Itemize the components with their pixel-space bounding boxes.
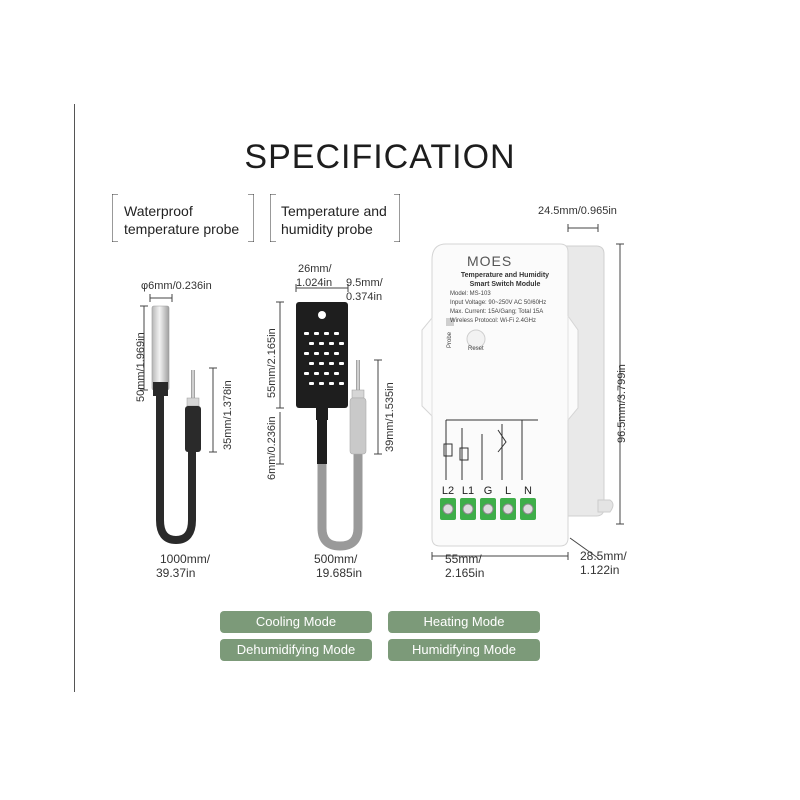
terminal-label: G (484, 485, 493, 497)
waterproof-probe-tube (151, 305, 170, 396)
wiring-diagram (443, 419, 538, 480)
terminal-label: N (524, 485, 532, 497)
waterproof-probe-label-1: Waterproof (124, 203, 193, 219)
humidity-depth-label-2: 0.374in (346, 291, 383, 303)
vent-slot (309, 342, 314, 345)
vent-slot (319, 362, 324, 365)
waterproof-probe-jack (185, 370, 201, 452)
humidity-width-label-2: 1.024in (296, 277, 333, 289)
waterproof-diameter-label: φ6mm/0.236in (141, 280, 212, 292)
module-model: Model: MS-103 (450, 291, 491, 297)
module-depth-label-1: 28.5mm/ (580, 549, 627, 563)
vent-slot (324, 352, 329, 355)
vent-slot (334, 372, 339, 375)
humidity-probe-cable (317, 420, 363, 551)
vent-slot (319, 342, 324, 345)
terminal-label: L (505, 485, 511, 497)
module-height-label: 96.5mm/3.799in (616, 364, 628, 443)
humidity-probe-neck (317, 420, 327, 464)
vent-slot (334, 352, 339, 355)
module-top-depth-label: 24.5mm/0.965in (538, 205, 617, 217)
module-name-line1: Temperature and Humidity (460, 272, 550, 279)
vent-slot (324, 372, 329, 375)
module-width-label-1: 55mm/ (445, 552, 482, 566)
module-specs: Model: MS-103 Input Voltage: 90~250V AC … (450, 290, 546, 326)
waterproof-probe-callout: Waterproof temperature probe (112, 194, 254, 242)
humidity-depth-label-1: 9.5mm/ (346, 277, 383, 289)
waterproof-probe-length-label: 50mm/1.969in (135, 332, 147, 402)
vent-slot (324, 332, 329, 335)
vent-slot (329, 382, 334, 385)
humidity-cable-length-1: 500mm/ (314, 552, 358, 566)
humidity-probe-callout: Temperature and humidity probe (270, 194, 400, 242)
vent-slot (339, 342, 344, 345)
page-border-line (74, 104, 75, 692)
module-probe-label: Probe (447, 331, 453, 348)
module-wireless: Wireless Protocol: Wi-Fi 2.4GHz (450, 318, 537, 324)
terminal-screw (442, 503, 454, 515)
waterproof-plug-length-label: 35mm/1.378in (222, 380, 234, 450)
terminal-screw (502, 503, 514, 515)
vent-slot (329, 342, 334, 345)
terminal-screw (462, 503, 474, 515)
vent-slot (309, 362, 314, 365)
humidity-height-label: 55mm/2.165in (266, 328, 278, 398)
terminal-screw (522, 503, 534, 515)
humidity-plug-length-label: 39mm/1.535in (384, 382, 396, 452)
terminal-label: L1 (462, 485, 474, 497)
module-max-current: Max. Current: 15A/Gang; Total 15A (450, 309, 544, 315)
terminal-screw (482, 503, 494, 515)
vent-slot (314, 332, 319, 335)
vent-slot (314, 372, 319, 375)
module-reset-label: Reset (468, 346, 484, 352)
dehumidifying-mode-badge: Dehumidifying Mode (220, 639, 372, 661)
waterproof-cable-length-2: 39.37in (156, 566, 196, 580)
humidity-width-label-1: 26mm/ (298, 263, 332, 275)
heating-mode-badge: Heating Mode (388, 611, 540, 633)
vent-slot (309, 382, 314, 385)
vent-slot (304, 352, 309, 355)
waterproof-cable-length-1: 1000mm/ (160, 552, 211, 566)
humidity-probe-housing (296, 302, 348, 420)
vent-slot (334, 332, 339, 335)
vent-slot (314, 352, 319, 355)
waterproof-probe-cable (156, 396, 196, 545)
humidity-probe-label-2: humidity probe (281, 221, 373, 237)
vent-slot (304, 332, 309, 335)
vent-slot (339, 362, 344, 365)
humidity-probe-jack (349, 360, 367, 455)
vent-slot (319, 382, 324, 385)
vent-slot (339, 382, 344, 385)
terminal-label: L2 (442, 485, 454, 497)
module-name-line2: Smart Switch Module (469, 281, 541, 288)
probe-drawings (140, 284, 382, 551)
module-name: Temperature and Humidity Smart Switch Mo… (449, 271, 561, 289)
module-brand-logo: MOES (467, 253, 513, 269)
vent-slot (304, 372, 309, 375)
humidity-probe-label-1: Temperature and (281, 203, 387, 219)
humidity-neck-label: 6mm/0.236in (266, 416, 278, 480)
module-depth-label-2: 1.122in (580, 563, 620, 577)
humidity-probe-vents (304, 332, 344, 385)
humidity-cable-length-2: 19.685in (316, 566, 363, 580)
module-width-label-2: 2.165in (445, 566, 485, 580)
waterproof-probe-label-2: temperature probe (124, 221, 240, 237)
vent-slot (329, 362, 334, 365)
module-input-voltage: Input Voltage: 90~250V AC 50/60Hz (450, 300, 547, 306)
page-title: SPECIFICATION (244, 138, 516, 176)
humidifying-mode-badge: Humidifying Mode (388, 639, 540, 661)
cooling-mode-badge: Cooling Mode (220, 611, 372, 633)
